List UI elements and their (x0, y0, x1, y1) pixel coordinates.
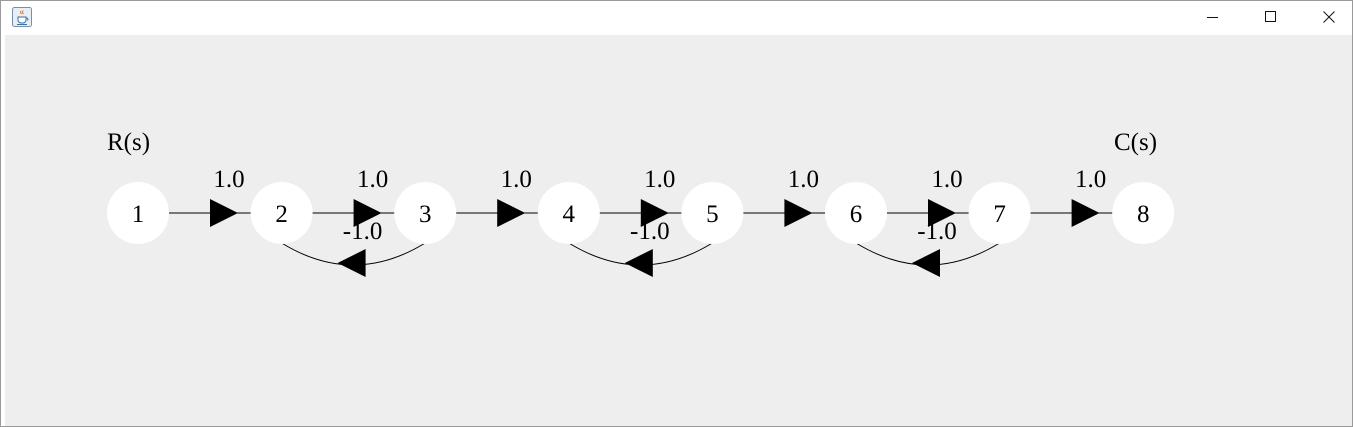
node-1 (107, 182, 169, 244)
node-6 (825, 182, 887, 244)
signal-flow-graph-canvas: R(s) C(s) 1.0 1.0 1.0 1.0 1.0 1.0 1.0 -1.0 -1.0 -… (5, 35, 1352, 426)
feedback-arrowhead-1 (337, 249, 366, 277)
feedback-arrowhead-3 (912, 249, 940, 277)
input-label: R(s) (107, 129, 150, 156)
node-label-5: 5 (706, 201, 719, 228)
node-label-7: 7 (993, 201, 1006, 228)
maximize-button[interactable] (1248, 1, 1294, 33)
node-5 (681, 182, 744, 244)
node-3 (394, 182, 457, 244)
node-label-4: 4 (563, 201, 576, 228)
forward-gain-label-2: 1.0 (357, 166, 388, 193)
maximize-icon (1265, 11, 1276, 22)
java-cup-icon[interactable] (12, 7, 32, 27)
feedback-gain-label-3: -1.0 (917, 218, 957, 245)
forward-gain-label-4: 1.0 (644, 166, 675, 193)
node-label-3: 3 (419, 201, 432, 228)
forward-arrowhead-1 (210, 199, 238, 227)
minimize-icon (1207, 17, 1218, 18)
output-label: C(s) (1114, 129, 1157, 156)
close-button[interactable] (1306, 1, 1352, 33)
node-7 (968, 182, 1031, 244)
forward-gain-label-1: 1.0 (213, 166, 244, 193)
feedback-arrowhead-2 (624, 249, 653, 277)
node-label-2: 2 (275, 201, 288, 228)
signal-flow-graph: R(s) C(s) 1.0 1.0 1.0 1.0 1.0 1.0 1.0 -1.0 -1.0 -… (107, 129, 1175, 277)
node-label-6: 6 (850, 201, 863, 228)
node-label-1: 1 (132, 201, 145, 228)
forward-gain-label-7: 1.0 (1075, 166, 1106, 193)
forward-arrowhead-6 (928, 199, 956, 227)
node-2 (250, 182, 313, 244)
close-icon (1323, 11, 1335, 23)
forward-arrowhead-7 (1071, 199, 1100, 227)
forward-arrowhead-5 (784, 199, 813, 227)
minimize-button[interactable] (1190, 1, 1236, 33)
forward-arrowhead-3 (497, 199, 526, 227)
node-label-8: 8 (1137, 201, 1150, 228)
node-8 (1112, 182, 1175, 244)
forward-gain-label-5: 1.0 (788, 166, 819, 193)
forward-arrowhead-2 (353, 199, 382, 227)
forward-gain-label-3: 1.0 (501, 166, 532, 193)
feedback-gain-label-2: -1.0 (630, 218, 670, 245)
forward-gain-label-6: 1.0 (931, 166, 962, 193)
feedback-gain-label-1: -1.0 (343, 218, 383, 245)
title-bar[interactable] (1, 1, 1352, 35)
node-4 (537, 182, 600, 244)
forward-arrowhead-4 (640, 199, 669, 227)
